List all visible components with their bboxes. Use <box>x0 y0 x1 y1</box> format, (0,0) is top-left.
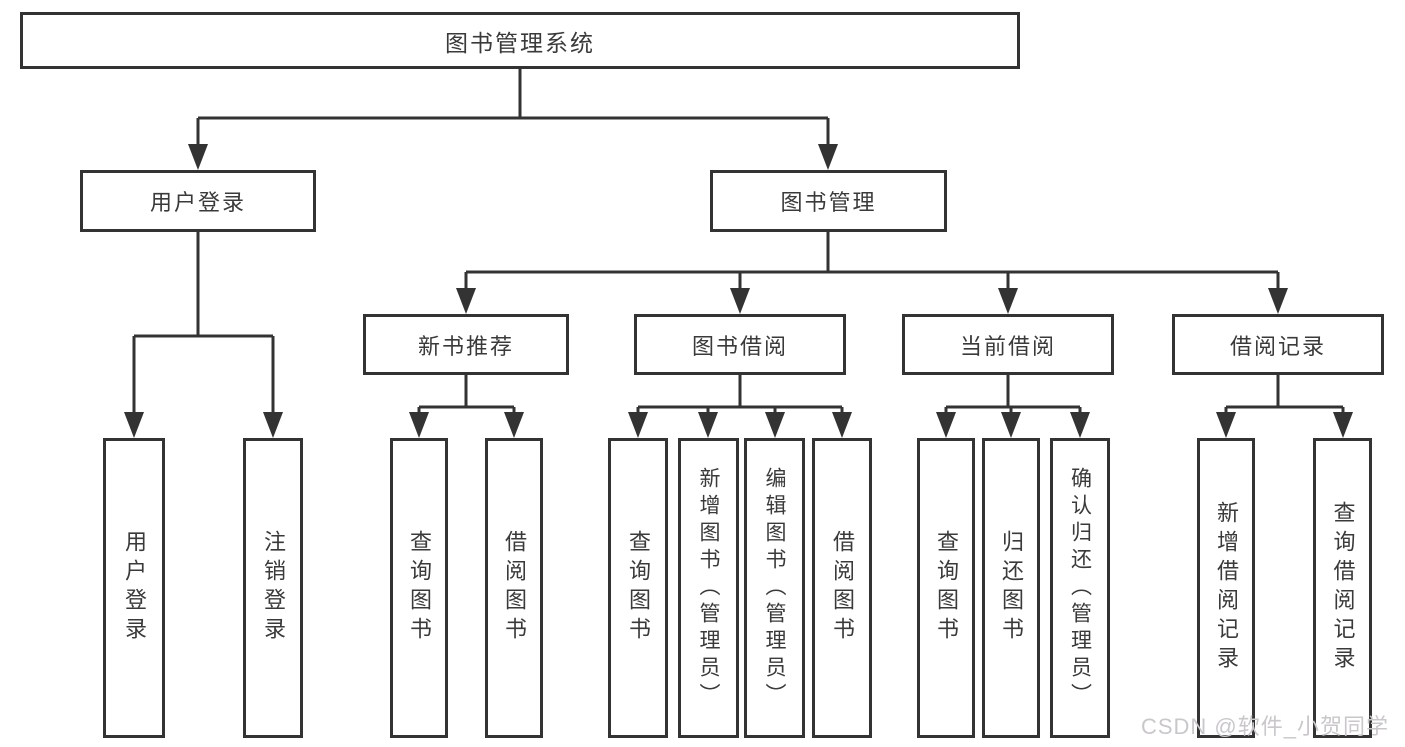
arrowhead-icon <box>765 412 785 438</box>
arrowhead-icon <box>409 412 429 438</box>
leaf-label: 用户登录 <box>122 530 147 646</box>
node-book-management: 图书管理 <box>710 170 947 232</box>
leaf-label: 归还图书 <box>999 530 1024 646</box>
connector-root-to-level2 <box>188 69 838 170</box>
connector-user-login-branch <box>124 232 283 438</box>
connector-borrow-record-branch <box>1216 375 1353 438</box>
arrowhead-icon <box>124 412 144 438</box>
leaf-query-books-recommend: 查询图书 <box>390 438 448 738</box>
arrowhead-icon <box>832 412 852 438</box>
csdn-watermark: CSDN @软件_小贺同学 <box>1140 714 1389 739</box>
leaf-label: 查询图书 <box>934 530 959 646</box>
arrowhead-icon <box>1268 288 1288 314</box>
node-new-book-recommend: 新书推荐 <box>363 314 569 375</box>
arrowhead-icon <box>998 288 1018 314</box>
arrowhead-icon <box>456 288 476 314</box>
connector-new-book-branch <box>409 375 524 438</box>
leaf-return-books: 归还图书 <box>982 438 1040 738</box>
leaf-add-books-admin: 新增图书（管理员） <box>678 438 739 738</box>
leaf-edit-books-admin: 编辑图书（管理员） <box>744 438 805 738</box>
leaf-add-borrow-record: 新增借阅记录 <box>1197 438 1255 738</box>
arrowhead-icon <box>504 412 524 438</box>
leaf-label: 新增借阅记录 <box>1214 501 1239 675</box>
leaf-borrow-books: 借阅图书 <box>812 438 872 738</box>
leaf-query-books-current: 查询图书 <box>917 438 975 738</box>
arrowhead-icon <box>1333 412 1353 438</box>
node-book-borrow: 图书借阅 <box>634 314 846 375</box>
arrowhead-icon <box>698 412 718 438</box>
leaf-label: 借阅图书 <box>830 530 855 646</box>
leaf-borrow-books-recommend: 借阅图书 <box>485 438 543 738</box>
arrowhead-icon <box>1070 412 1090 438</box>
leaf-query-books-borrow: 查询图书 <box>608 438 668 738</box>
arrowhead-icon <box>730 288 750 314</box>
arrowhead-icon <box>263 412 283 438</box>
leaf-label: 查询图书 <box>626 530 651 646</box>
leaf-label: 确认归还（管理员） <box>1068 466 1092 710</box>
leaf-query-borrow-record: 查询借阅记录 <box>1313 438 1372 738</box>
leaf-logout: 注销登录 <box>243 438 303 738</box>
connector-book-management-branch <box>456 232 1288 314</box>
leaf-label: 查询借阅记录 <box>1330 501 1356 675</box>
leaf-label: 编辑图书（管理员） <box>763 466 786 710</box>
node-user-login: 用户登录 <box>80 170 316 232</box>
arrowhead-icon <box>818 144 838 170</box>
leaf-label: 新增图书（管理员） <box>697 466 720 710</box>
node-current-borrow: 当前借阅 <box>902 314 1114 375</box>
leaf-user-login: 用户登录 <box>103 438 165 738</box>
node-borrow-record: 借阅记录 <box>1172 314 1384 375</box>
leaf-label: 查询图书 <box>407 530 432 646</box>
arrowhead-icon <box>628 412 648 438</box>
arrowhead-icon <box>1001 412 1021 438</box>
node-system-root: 图书管理系统 <box>20 12 1020 69</box>
connector-current-borrow-branch <box>936 375 1090 438</box>
leaf-label: 注销登录 <box>261 530 286 646</box>
arrowhead-icon <box>936 412 956 438</box>
arrowhead-icon <box>188 144 208 170</box>
leaf-confirm-return-admin: 确认归还（管理员） <box>1050 438 1110 738</box>
leaf-label: 借阅图书 <box>502 530 527 646</box>
arrowhead-icon <box>1216 412 1236 438</box>
connector-book-borrow-branch <box>628 375 852 438</box>
